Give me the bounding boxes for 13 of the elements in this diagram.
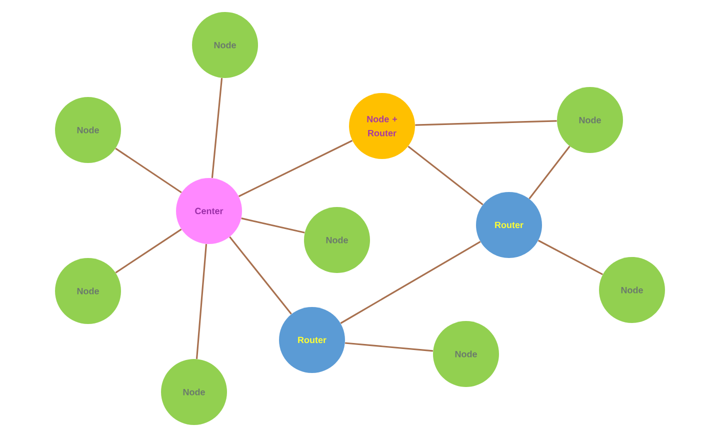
connector-line: [415, 120, 557, 126]
connector-line: [115, 148, 182, 194]
connector-line: [115, 228, 182, 274]
connector-line: [238, 140, 353, 198]
connector-line: [528, 146, 570, 200]
connector-line: [196, 244, 208, 359]
connector-line: [340, 241, 481, 324]
connector-line: [229, 236, 292, 315]
connector-line: [538, 240, 604, 276]
connector-line: [408, 146, 484, 206]
connector-line: [241, 218, 305, 234]
connector-line: [345, 342, 434, 352]
connector-line: [211, 78, 223, 178]
